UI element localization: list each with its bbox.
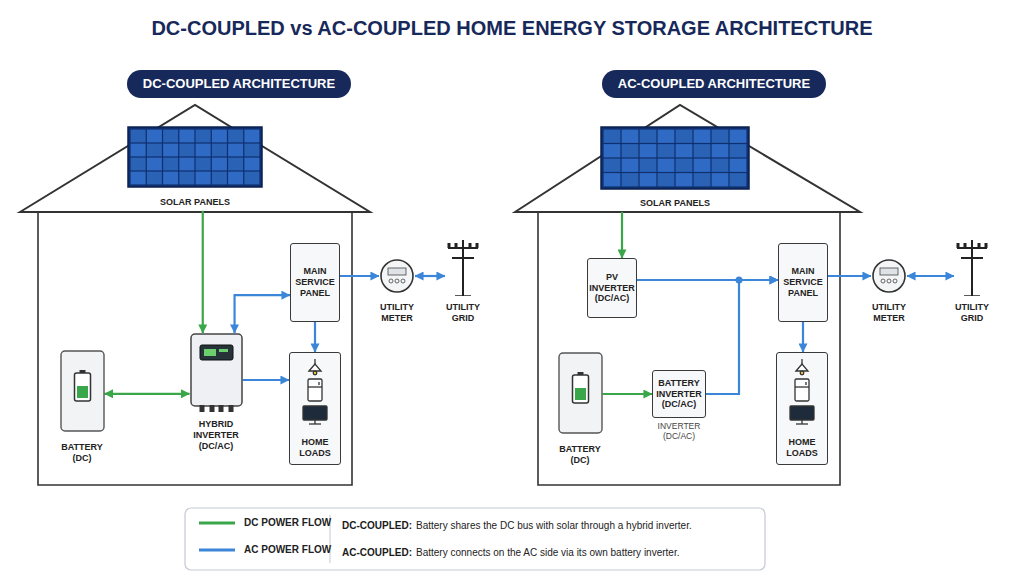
power-flow-connector	[314, 322, 316, 352]
power-flow-connector	[235, 295, 290, 333]
legend-label: AC POWER FLOW	[244, 544, 331, 555]
power-flow-connector	[105, 393, 190, 395]
pv-inverter-box: PV INVERTER (DC/AC)	[587, 258, 637, 318]
power-flow-connector	[243, 379, 290, 381]
hybrid-icon	[190, 333, 243, 413]
legend-note-key: AC-COUPLED:	[342, 547, 412, 559]
node-label: SOLAR PANELS	[120, 197, 270, 208]
power-flow-connector	[415, 275, 445, 277]
solar-icon	[600, 126, 750, 190]
legend-note-key: DC-COUPLED:	[342, 520, 412, 532]
power-flow-connector	[706, 280, 778, 394]
power-flow-connector	[621, 212, 623, 258]
battery-icon	[60, 350, 105, 432]
section-title: AC-COUPLED ARCHITECTURE	[618, 70, 810, 98]
grid-icon	[954, 238, 990, 296]
home-loads-box: HOME LOADS	[289, 352, 341, 465]
section-header: AC-COUPLED ARCHITECTURE	[602, 70, 826, 98]
battery: BATTERY (DC)	[550, 352, 610, 466]
service-panel-box: MAIN SERVICE PANEL	[778, 243, 828, 322]
stray-label: INVERTER (DC/AC)	[649, 421, 709, 441]
solar-panels: SOLAR PANELS	[120, 126, 270, 208]
utility-grid: UTILITY GRID	[436, 238, 490, 324]
node-label: HOME LOADS	[293, 437, 337, 459]
node-label: BATTERY (DC)	[550, 444, 610, 466]
node-label: UTILITY METER	[862, 302, 916, 324]
appliance-icons	[782, 359, 822, 426]
node-label: UTILITY METER	[370, 302, 424, 324]
utility-meter: UTILITY METER	[370, 258, 424, 324]
legend-label: DC POWER FLOW	[244, 517, 331, 528]
solar-panels: SOLAR PANELS	[595, 126, 755, 209]
solar-icon	[127, 126, 263, 188]
node-label: MAIN SERVICE PANEL	[294, 266, 336, 298]
power-flow-connector	[828, 275, 871, 277]
legend-item: AC POWER FLOW	[198, 544, 331, 555]
battery-icon	[558, 352, 603, 434]
legend-box	[185, 508, 765, 570]
node-label: BATTERY (DC)	[52, 442, 112, 464]
node-label: SOLAR PANELS	[595, 198, 755, 209]
utility-meter: UTILITY METER	[862, 258, 916, 324]
power-flow-connector	[202, 211, 204, 333]
service-panel-box: MAIN SERVICE PANEL	[290, 243, 340, 322]
battery-inverter-box: BATTERY INVERTER (DC/AC)	[652, 370, 706, 418]
section-header: DC-COUPLED ARCHITECTURE	[127, 70, 351, 98]
node-label: PV INVERTER (DC/AC)	[589, 272, 635, 304]
power-flow-connector	[340, 275, 379, 277]
meter-icon	[379, 258, 415, 294]
home-loads-box: HOME LOADS	[776, 352, 828, 465]
utility-grid: UTILITY GRID	[945, 238, 999, 324]
node-label: UTILITY GRID	[436, 302, 490, 324]
meter-icon	[871, 258, 907, 294]
grid-icon	[445, 238, 481, 296]
node-label: UTILITY GRID	[945, 302, 999, 324]
house-outline	[20, 105, 370, 485]
hybrid-inverter: HYBRID INVERTER (DC/AC)	[183, 333, 249, 451]
legend-swatch	[198, 518, 236, 528]
node-label: MAIN SERVICE PANEL	[782, 266, 824, 298]
node-label: HYBRID INVERTER (DC/AC)	[183, 419, 249, 451]
page-title: DC-COUPLED vs AC-COUPLED HOME ENERGY STO…	[0, 17, 1024, 40]
battery: BATTERY (DC)	[52, 350, 112, 464]
legend-note: Battery shares the DC bus with solar thr…	[416, 520, 692, 532]
node-label: HOME LOADS	[780, 437, 824, 459]
legend-swatch	[198, 545, 236, 555]
legend-item: DC POWER FLOW	[198, 517, 331, 528]
legend-note: Battery connects on the AC side via its …	[416, 547, 679, 559]
section-title: DC-COUPLED ARCHITECTURE	[143, 70, 335, 98]
appliance-icons	[295, 359, 335, 426]
house-outline	[515, 105, 860, 485]
power-flow-connector	[907, 275, 954, 277]
power-flow-connector	[603, 393, 653, 395]
node-label: BATTERY INVERTER (DC/AC)	[656, 378, 702, 410]
power-flow-connector	[802, 322, 804, 352]
junction-dot	[736, 277, 743, 284]
